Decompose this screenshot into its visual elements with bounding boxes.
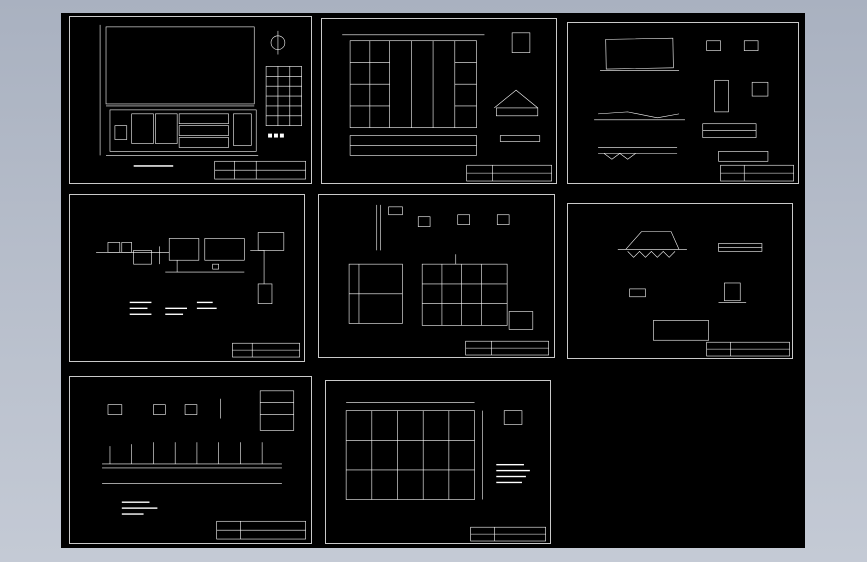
drawing-sheet-piping-elevation[interactable] — [69, 376, 312, 544]
drawing-canvas[interactable] — [61, 13, 805, 548]
process-flow-drawing — [96, 232, 300, 358]
foundation-grid-drawing — [345, 402, 546, 542]
drawing-sheet-small-details[interactable] — [567, 203, 793, 359]
small-details-drawing — [617, 231, 790, 357]
channel-details-drawing — [594, 37, 794, 182]
structure-sections-drawing — [348, 204, 549, 356]
drawing-sheet-structure-sections[interactable] — [318, 194, 555, 358]
drawing-sheet-tank-plan[interactable] — [321, 18, 557, 184]
piping-elevation-drawing — [102, 390, 306, 540]
tank-plan-drawing — [342, 32, 552, 182]
site-plan-drawing — [99, 24, 306, 180]
drawing-sheet-foundation-grid[interactable] — [325, 380, 551, 544]
drawing-sheet-process-flow[interactable] — [69, 194, 305, 362]
drawing-sheet-site-plan[interactable] — [69, 16, 312, 184]
drawing-sheet-channel-details[interactable] — [567, 22, 799, 184]
